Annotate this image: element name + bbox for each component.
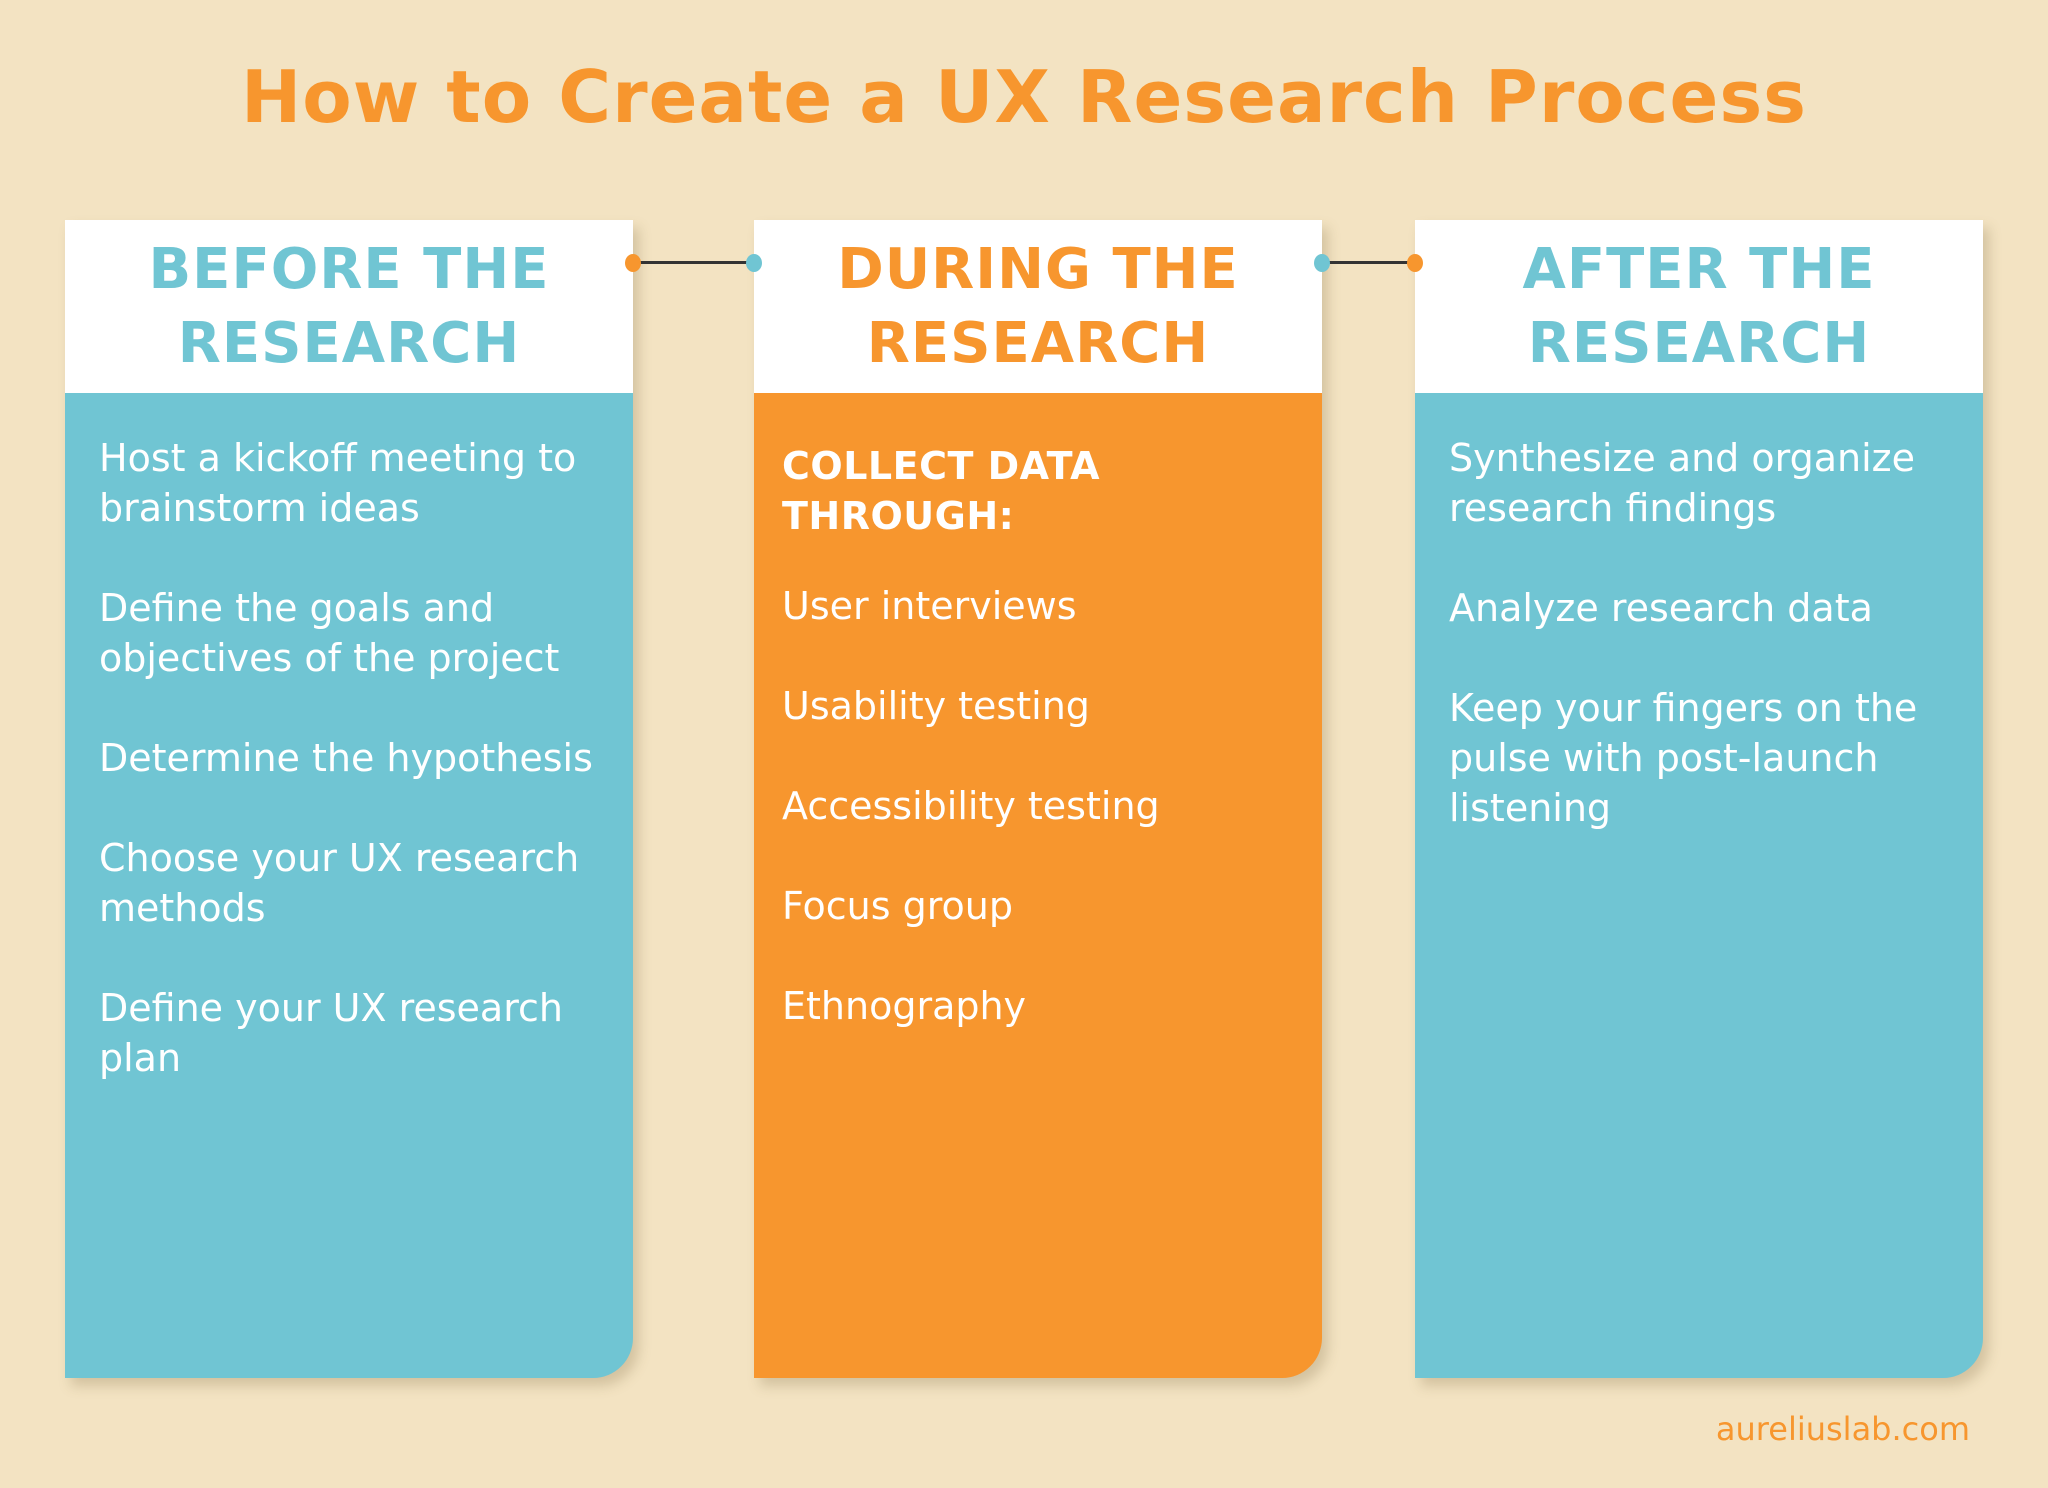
card-heading: AFTER THE RESEARCH <box>1415 220 1983 393</box>
list-item: Usability testing <box>782 684 1090 728</box>
list-item: Focus group <box>782 884 1013 928</box>
page-title: How to Create a UX Research Process <box>240 55 1808 139</box>
connector-line <box>633 261 754 264</box>
list-item: Host a kickoff meeting to brainstorm ide… <box>99 436 577 530</box>
list-item: Keep your fingers on the pulse with post… <box>1449 686 1918 830</box>
list-item: Define the goals and objectives of the p… <box>99 586 560 680</box>
footer-url: aureliuslab.com <box>1715 1410 1970 1448</box>
after-research-card: AFTER THE RESEARCH Synthesize and organi… <box>1415 220 1983 1378</box>
card-heading: BEFORE THE RESEARCH <box>65 220 633 393</box>
list-item: Analyze research data <box>1449 586 1873 630</box>
card-heading: DURING THE RESEARCH <box>754 220 1322 393</box>
connector-dot <box>746 254 762 272</box>
card-subheading: COLLECT DATA THROUGH: <box>782 444 1100 538</box>
list-item: User interviews <box>782 584 1077 628</box>
list-item: Choose your UX research methods <box>99 836 580 930</box>
list-item: Synthesize and organize research finding… <box>1449 436 1915 530</box>
connector-dot <box>1314 254 1330 272</box>
connector-dot <box>625 254 641 272</box>
before-research-card: BEFORE THE RESEARCH Host a kickoff meeti… <box>65 220 633 1378</box>
connector-line <box>1322 261 1415 264</box>
during-research-card: DURING THE RESEARCH COLLECT DATA THROUGH… <box>754 220 1322 1378</box>
connector-dot <box>1407 254 1423 272</box>
list-item: Ethnography <box>782 984 1027 1028</box>
list-item: Accessibility testing <box>782 784 1160 828</box>
list-item: Define your UX research plan <box>99 986 563 1080</box>
list-item: Determine the hypothesis <box>99 736 593 780</box>
